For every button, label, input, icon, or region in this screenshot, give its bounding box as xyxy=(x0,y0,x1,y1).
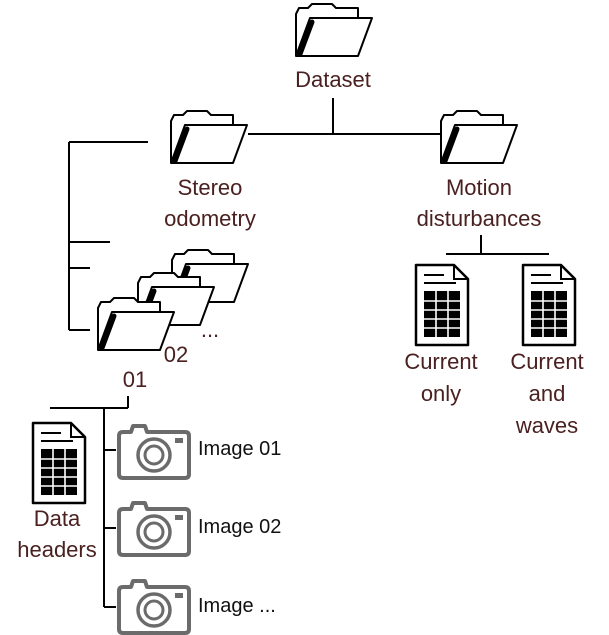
image-01-label: Image 01 xyxy=(198,438,282,460)
data-headers-label-line2: headers xyxy=(17,537,97,562)
current-and-waves-label-line3: waves xyxy=(515,413,579,438)
dataset-folder-icon xyxy=(296,4,372,56)
motion-label-line1: Motion xyxy=(445,175,513,200)
current-and-waves-spreadsheet-icon xyxy=(521,263,577,347)
image-02-camera-icon xyxy=(117,501,191,557)
image-01-camera-icon xyxy=(117,424,191,480)
image-02-label: Image 02 xyxy=(198,516,282,538)
sequence-02-label: 02 xyxy=(163,342,189,367)
image-more-camera-icon xyxy=(117,579,191,635)
motion-disturbances-folder-icon xyxy=(441,111,517,163)
current-only-label-line2: only xyxy=(420,381,462,406)
sequence-more-label: ... xyxy=(200,317,220,342)
image-more-label: Image ... xyxy=(198,595,276,617)
stereo-odometry-folder-icon xyxy=(171,111,247,163)
current-only-label-line1: Current xyxy=(404,349,478,374)
data-headers-spreadsheet-icon xyxy=(31,421,87,505)
dataset-label: Dataset xyxy=(295,67,371,92)
motion-label-line2: disturbances xyxy=(416,206,542,231)
current-and-waves-label-line2: and xyxy=(528,381,566,406)
current-and-waves-label-line1: Current xyxy=(510,349,584,374)
sequence-01-label: 01 xyxy=(122,367,148,392)
connector-lines xyxy=(50,98,549,608)
current-only-spreadsheet-icon xyxy=(414,263,470,347)
data-headers-label-line1: Data xyxy=(33,506,81,531)
stereo-label-line1: Stereo xyxy=(177,175,243,200)
stereo-label-line2: odometry xyxy=(164,206,256,231)
